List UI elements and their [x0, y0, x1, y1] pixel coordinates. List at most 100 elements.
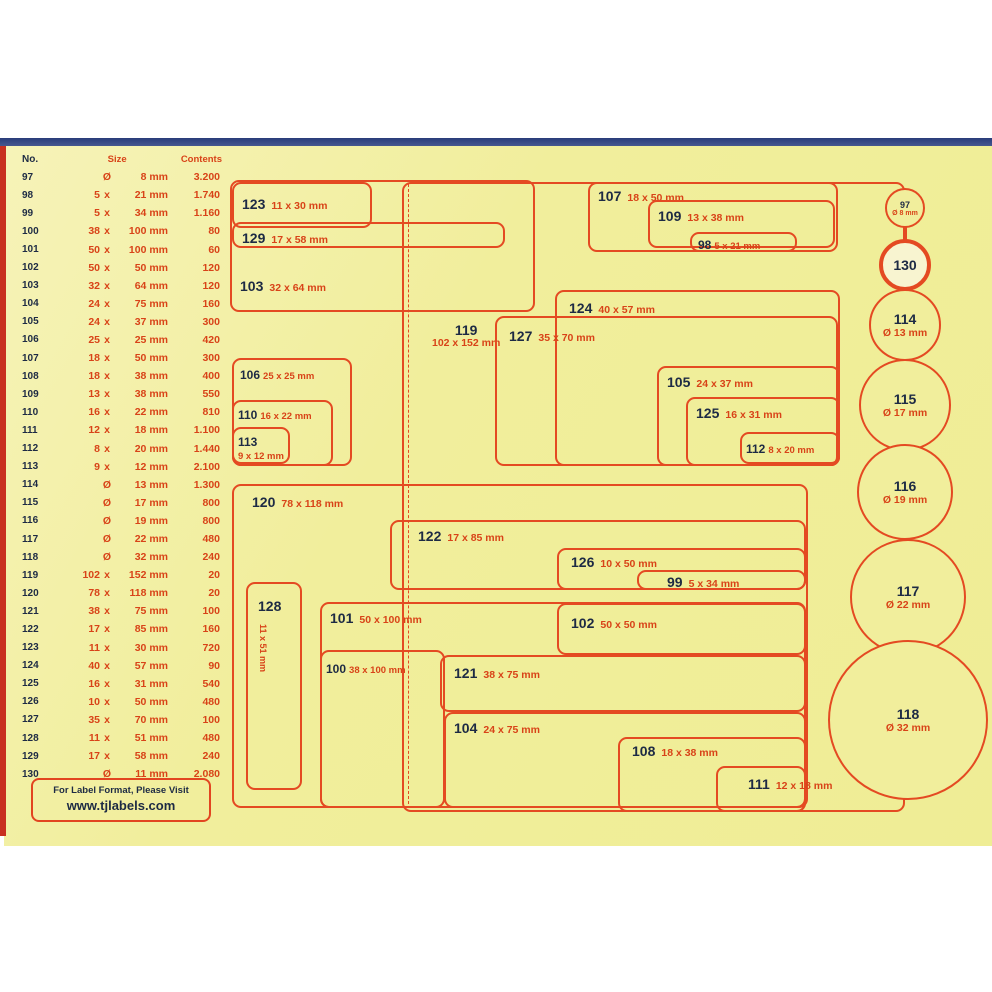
- cell-a: 5: [94, 189, 100, 202]
- cell-b: 85 mm: [134, 623, 168, 636]
- cell-a: 16: [88, 406, 100, 419]
- cell-no: 118: [22, 551, 39, 563]
- website-url[interactable]: www.tjlabels.com: [66, 798, 176, 813]
- cell-no: 103: [22, 280, 39, 292]
- label-number: 104: [454, 720, 478, 736]
- cell-b: 8 mm: [140, 171, 168, 184]
- cell-no: 100: [22, 225, 39, 237]
- cell-c: 540: [202, 677, 220, 690]
- cell-x: x: [104, 406, 110, 419]
- cell-no: 120: [22, 587, 39, 599]
- label-number: 124: [569, 300, 593, 316]
- table-header: No. Size Contents: [22, 150, 222, 168]
- cell-b: 22 mm: [134, 406, 168, 419]
- cell-no: 101: [22, 244, 39, 256]
- cell-a: 18: [88, 370, 100, 383]
- cell-x: x: [104, 297, 110, 310]
- cell-c: 420: [202, 333, 220, 346]
- cell-x: x: [104, 333, 110, 346]
- cell-c: 300: [202, 315, 220, 328]
- cell-b: 12 mm: [134, 460, 168, 473]
- cell-x: x: [104, 569, 110, 582]
- cell-a: 8: [94, 442, 100, 455]
- label-size: 16 x 22 mm: [260, 411, 312, 422]
- label-size: 12 x 18 mm: [775, 780, 833, 792]
- cell-a: 5: [94, 207, 100, 220]
- cell-x: x: [104, 370, 110, 383]
- label-sheet: [4, 146, 992, 846]
- cell-b: 13 mm: [134, 478, 168, 491]
- cell-c: 80: [208, 225, 220, 238]
- label-number: 130: [893, 257, 917, 273]
- cell-a: 17: [88, 750, 100, 763]
- cell-no: 107: [22, 352, 39, 364]
- label-number: 101: [330, 610, 354, 626]
- label-number: 127: [509, 328, 533, 344]
- cell-a: 9: [94, 460, 100, 473]
- cell-x: Ø: [102, 768, 112, 781]
- cell-x: x: [104, 605, 110, 618]
- label-number: 123: [242, 196, 266, 212]
- cell-no: 113: [22, 461, 39, 473]
- cell-c: 2.080: [193, 768, 220, 781]
- cell-x: x: [104, 732, 110, 745]
- label-number: 109: [658, 208, 682, 224]
- cell-x: x: [104, 695, 110, 708]
- cell-b: 58 mm: [134, 750, 168, 763]
- header-size: Size: [107, 153, 127, 165]
- cell-x: x: [104, 352, 110, 365]
- cell-x: x: [104, 207, 110, 220]
- cell-a: 78: [88, 587, 100, 600]
- cell-no: 112: [22, 443, 39, 455]
- label-size: 5 x 21 mm: [714, 241, 761, 252]
- cell-no: 109: [22, 388, 39, 400]
- label-number: 125: [696, 405, 720, 421]
- label-number: 114: [893, 311, 917, 327]
- label-number: 110: [238, 408, 258, 422]
- cell-no: 114: [22, 479, 39, 491]
- cell-c: 2.100: [193, 460, 220, 473]
- cell-a: 24: [88, 315, 100, 328]
- cell-x: x: [104, 243, 110, 256]
- cell-a: 102: [82, 569, 100, 582]
- cell-no: 111: [22, 424, 38, 436]
- cell-a: 35: [88, 713, 100, 726]
- cell-c: 480: [202, 533, 220, 546]
- cell-c: 90: [208, 659, 220, 672]
- cell-a: 11: [88, 732, 100, 745]
- cell-x: x: [104, 460, 110, 473]
- label-size: 40 x 57 mm: [598, 304, 655, 316]
- label-size: Ø 19 mm: [882, 494, 928, 506]
- label-number: 111: [748, 776, 770, 792]
- cell-b: 118 mm: [129, 587, 168, 600]
- cell-no: 105: [22, 316, 39, 328]
- cell-c: 160: [202, 297, 220, 310]
- label-number: 99: [667, 574, 683, 590]
- cell-x: x: [104, 424, 110, 437]
- cell-c: 300: [202, 352, 220, 365]
- label-number: 97: [899, 199, 910, 210]
- cell-a: 11: [88, 641, 100, 654]
